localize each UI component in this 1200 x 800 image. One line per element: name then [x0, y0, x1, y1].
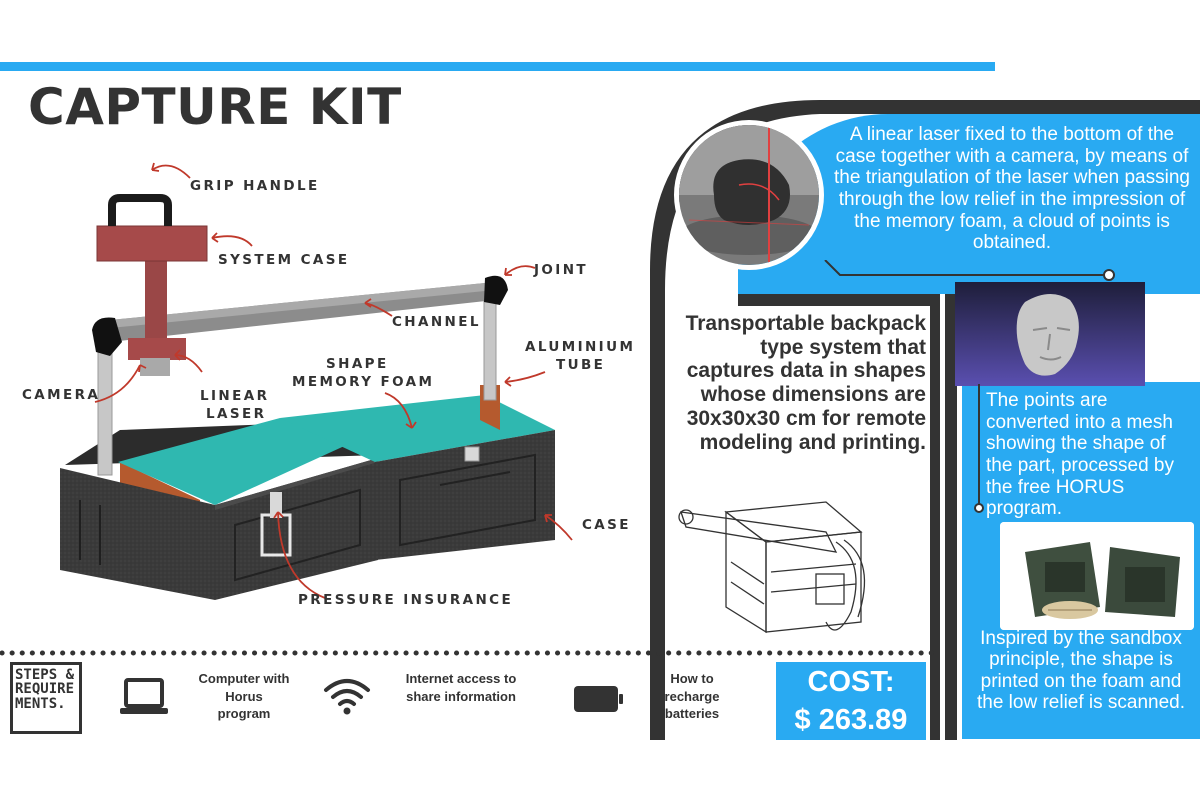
cost-label: COST:: [807, 666, 895, 698]
right-aluminium-tube: [483, 299, 497, 401]
printed-shape-image: [1000, 522, 1194, 630]
sandbox-description: Inspired by the sandbox principle, the s…: [976, 628, 1186, 714]
system-case-box: [96, 225, 208, 262]
label-channel: CHANNEL: [392, 314, 481, 330]
label-grip-handle: GRIP HANDLE: [190, 178, 320, 194]
left-foam: [118, 418, 375, 505]
grip-handle: [108, 194, 172, 226]
label-system-case: SYSTEM CASE: [218, 252, 350, 268]
top-accent-bar: [0, 62, 995, 71]
label-pressure-insurance: PRESSURE INSURANCE: [298, 592, 514, 608]
label-tube: TUBE: [556, 357, 606, 373]
left-aluminium-tube: [97, 344, 113, 476]
dotted-separator: [0, 650, 935, 656]
system-case-column: [145, 258, 167, 340]
laptop-icon: [120, 678, 168, 714]
head-mesh-image: [955, 282, 1145, 386]
label-joint: JOINT: [534, 262, 589, 278]
annotation-arrows: [94, 162, 573, 599]
backpack-sketch: [678, 501, 866, 634]
label-camera: CAMERA: [22, 387, 101, 403]
camera-block: [128, 338, 186, 360]
linear-laser-block: [140, 358, 170, 376]
label-memory-foam: MEMORY FOAM: [292, 374, 435, 390]
left-joint: [92, 317, 122, 356]
left-case: [60, 418, 380, 600]
connector-line: [824, 260, 1115, 281]
system-description: Transportable backpack type system that …: [685, 312, 926, 454]
left-case-side: [60, 468, 215, 600]
right-joint: [484, 275, 508, 305]
requirement-batteries: How to recharge batteries: [664, 671, 720, 722]
requirement-internet: Internet access to share information: [405, 671, 517, 704]
capture-kit-illustration: [60, 162, 573, 600]
wifi-icon: [324, 679, 370, 715]
label-linear: LINEAR: [200, 388, 270, 404]
right-case-front: [375, 430, 555, 560]
label-shape: SHAPE: [326, 356, 389, 372]
label-aluminium: ALUMINIUM: [525, 339, 636, 355]
label-case: CASE: [582, 517, 631, 533]
laser-scan-photo: [674, 120, 824, 270]
dark-frame-shape: [650, 100, 1200, 740]
mesh-description: The points are converted into a mesh sho…: [986, 390, 1174, 520]
page-title: CAPTURE KIT: [28, 78, 402, 136]
cost-box: COST: $ 263.89: [776, 662, 926, 740]
cost-value: $ 263.89: [794, 704, 908, 736]
battery-icon: [574, 686, 623, 712]
steps-requirements-title: STEPS & REQUIRE MENTS.: [10, 662, 82, 734]
laser-description: A linear laser fixed to the bottom of th…: [834, 124, 1190, 254]
requirement-computer: Computer with Horus program: [198, 671, 290, 722]
label-laser: LASER: [206, 406, 267, 422]
mesh-connector: [974, 384, 984, 513]
